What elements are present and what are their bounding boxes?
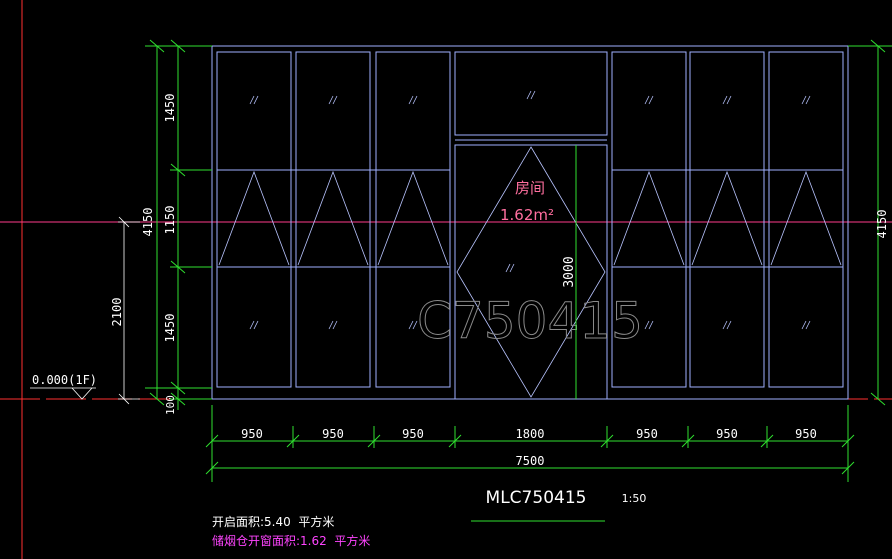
right-dim-total: 4150	[875, 210, 889, 239]
window-label: MLC750415	[486, 488, 587, 508]
sill-height-dim	[118, 216, 140, 405]
room-name: 房间	[515, 179, 545, 197]
opening-area-note: 开启面积:5.40 平方米	[212, 514, 334, 529]
level-mark-symbol	[30, 387, 96, 400]
left-dim-row-bottom: 1450	[163, 314, 177, 343]
window-scale: 1:50	[622, 492, 647, 505]
bottom-dim-3: 950	[402, 427, 424, 441]
room-area: 1.62m²	[500, 206, 554, 224]
left-dim-total: 4150	[141, 208, 155, 237]
door-height-text: 3000	[562, 256, 577, 287]
right-dimension-lines	[848, 39, 892, 406]
left-dim-row-middle: 1150	[163, 206, 177, 235]
bottom-dim-total: 7500	[516, 454, 545, 468]
left-panels	[216, 51, 451, 388]
bottom-dim-1: 950	[241, 427, 263, 441]
door-bay	[454, 51, 608, 400]
hopper-opening-marks	[218, 170, 842, 266]
sill-height-text: 2100	[110, 298, 124, 327]
bottom-dim-6: 950	[716, 427, 738, 441]
left-dim-row-top: 1450	[163, 94, 177, 123]
glass-marks	[249, 90, 811, 330]
bottom-dimension-lines	[205, 405, 855, 482]
bottom-dim-5: 950	[636, 427, 658, 441]
right-panels	[611, 51, 844, 388]
level-mark: 0.000(1F)	[32, 373, 97, 387]
left-dim-base: 100	[164, 395, 177, 415]
bottom-dim-2: 950	[322, 427, 344, 441]
left-dimension-lines	[145, 39, 212, 410]
window-code-watermark: C750415	[417, 292, 643, 350]
smoke-vent-area-note: 储烟仓开窗面积:1.62 平方米	[212, 533, 370, 548]
door-swing-diamond	[456, 146, 606, 398]
bottom-dim-7: 950	[795, 427, 817, 441]
bottom-dim-4: 1800	[516, 427, 545, 441]
